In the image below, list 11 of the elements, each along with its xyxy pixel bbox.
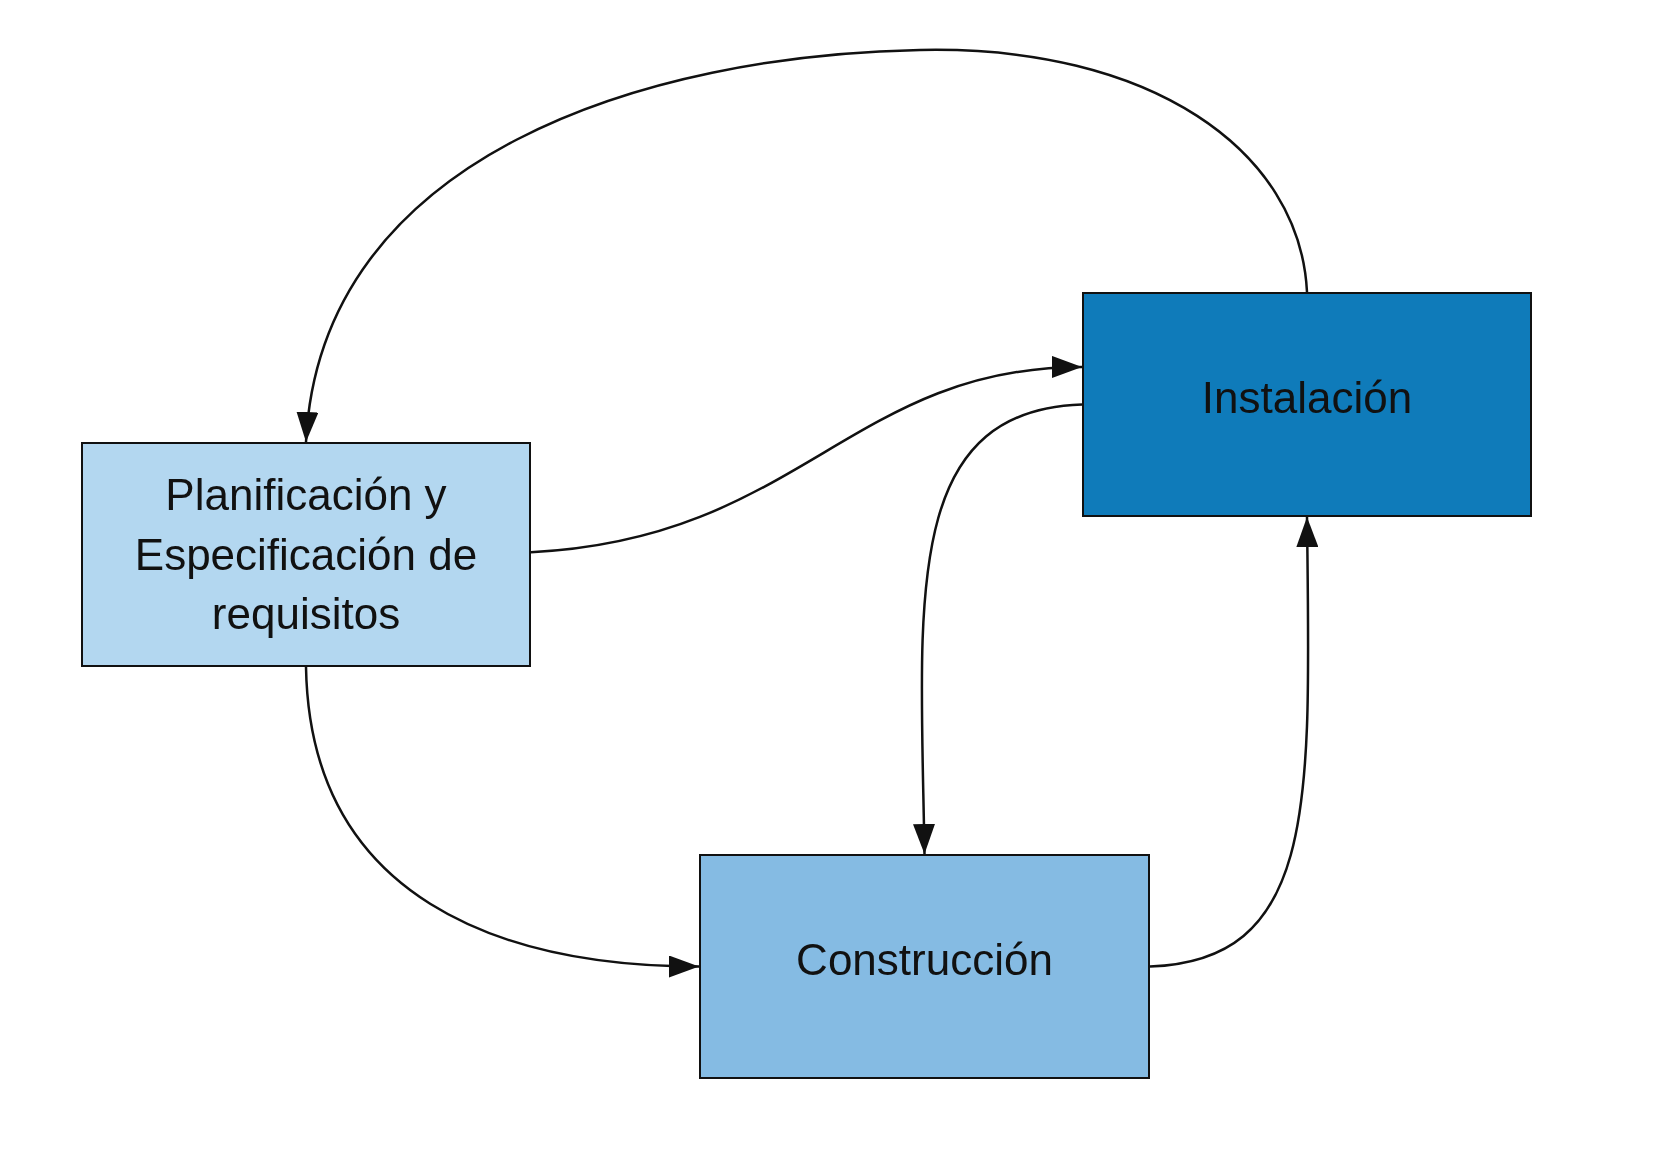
arrow <box>530 357 1083 554</box>
process-box <box>81 442 531 667</box>
arrow <box>304 666 700 977</box>
process-box <box>699 854 1150 1079</box>
arrow <box>912 403 1083 855</box>
box-label: Instalación <box>1201 371 1413 424</box>
arrow <box>299 48 1309 443</box>
box-label: Planificación y Especificación de requisitos <box>133 468 479 641</box>
box-label: Construcción <box>796 933 1053 986</box>
arrow <box>1149 517 1319 968</box>
process-box <box>1082 292 1532 517</box>
